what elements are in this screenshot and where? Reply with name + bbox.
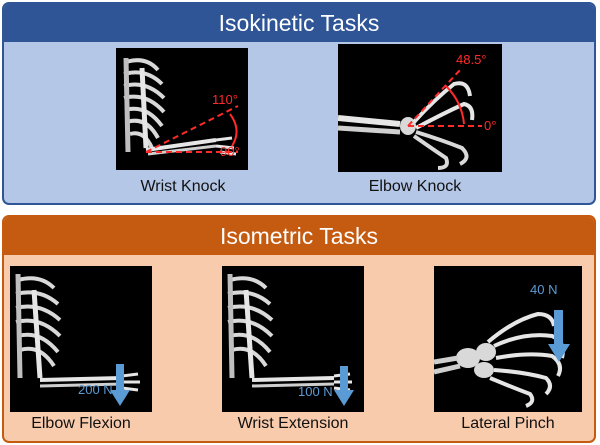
elbow-angle-48: 48.5° <box>456 52 487 67</box>
force-arrow <box>548 310 570 362</box>
hand-bones <box>456 343 496 378</box>
wrist-angle-90: 90° <box>220 144 240 159</box>
elbow-knock-caption: Elbow Knock <box>368 178 462 195</box>
angle-arc <box>445 85 465 125</box>
force-arrow <box>334 366 354 406</box>
wrist-extension-figure: 100 N <box>222 266 364 412</box>
isokinetic-panel: Isokinetic Tasks <box>2 2 596 205</box>
lateral-pinch-caption: Lateral Pinch <box>461 415 555 432</box>
isokinetic-title: Isokinetic Tasks <box>4 4 594 42</box>
wrist-extension-force: 100 N <box>298 384 333 399</box>
lateral-pinch-figure: 40 N <box>434 266 582 412</box>
elbow-flexion-figure: 200 N <box>10 266 152 412</box>
force-arrow <box>110 364 130 406</box>
angle-line-110 <box>145 105 239 153</box>
lateral-pinch-force: 40 N <box>530 282 557 297</box>
wrist-extension-caption: Wrist Extension <box>237 415 349 432</box>
isometric-title: Isometric Tasks <box>4 217 594 255</box>
elbow-knock-figure: 48.5° 0° <box>338 44 502 172</box>
angle-line-48 <box>407 69 461 127</box>
elbow-angle-0: 0° <box>484 118 496 133</box>
wrist-angle-110: 110° <box>212 92 238 107</box>
angle-arc <box>229 113 238 147</box>
elbow-flexion-force: 200 N <box>78 382 113 397</box>
wrist-knock-figure: 110° 90° <box>116 48 248 170</box>
wrist-knock-caption: Wrist Knock <box>140 178 226 195</box>
elbow-flexion-caption: Elbow Flexion <box>31 415 131 432</box>
